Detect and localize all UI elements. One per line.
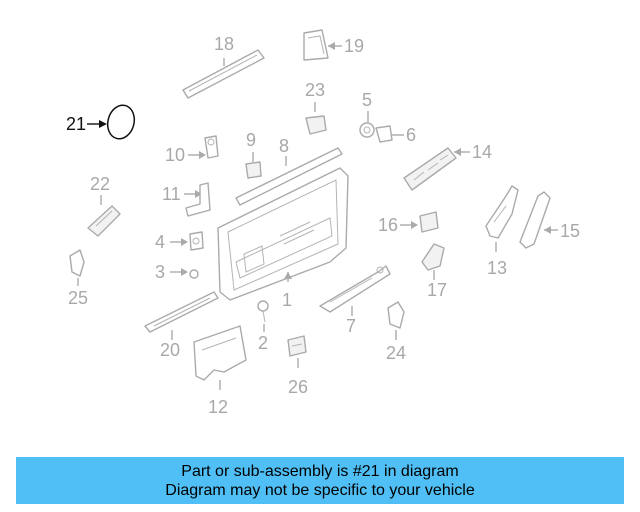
part-18-trim-strip (182, 49, 265, 99)
callout-21[interactable]: 21 (66, 114, 86, 134)
part-21-oring (106, 104, 136, 140)
part-10-bracket (204, 135, 219, 159)
callout-23[interactable]: 23 (305, 80, 325, 100)
part-14-switch-panel (403, 147, 457, 191)
callout-25[interactable]: 25 (68, 288, 88, 308)
callout-1[interactable]: 1 (282, 290, 292, 310)
part-5-grommet (359, 122, 375, 138)
callout-17[interactable]: 17 (427, 280, 447, 300)
part-7-armrest (319, 265, 391, 313)
callout-4[interactable]: 4 (155, 232, 165, 252)
callout-6[interactable]: 6 (406, 125, 416, 145)
part-16-clip (419, 211, 439, 233)
part-9-clip (245, 161, 262, 179)
part-22-handle-bezel (87, 205, 121, 237)
callout-20[interactable]: 20 (160, 340, 180, 360)
callout-26[interactable]: 26 (288, 377, 308, 397)
part-23-clip (305, 115, 327, 135)
callout-3[interactable]: 3 (155, 262, 165, 282)
parts-diagram: 18 19 23 5 6 21 9 10 8 (66, 29, 580, 417)
callout-11[interactable]: 11 (162, 184, 181, 204)
part-11-bracket (185, 182, 211, 217)
part-19-corner-cap (303, 29, 329, 61)
banner-line-2: Diagram may not be specific to your vehi… (165, 481, 475, 499)
callout-12[interactable]: 12 (208, 397, 228, 417)
callout-18[interactable]: 18 (214, 34, 234, 54)
callout-24[interactable]: 24 (386, 343, 406, 363)
info-banner: Part or sub-assembly is #21 in diagram D… (16, 457, 624, 504)
callout-7[interactable]: 7 (346, 316, 356, 336)
callout-13[interactable]: 13 (487, 258, 507, 278)
callout-22[interactable]: 22 (90, 174, 110, 194)
callout-14[interactable]: 14 (472, 142, 492, 162)
callout-2[interactable]: 2 (258, 333, 268, 353)
part-1-door-panel (217, 167, 349, 301)
part-17-bezel (421, 243, 445, 271)
banner-line-1: Part or sub-assembly is #21 in diagram (181, 462, 459, 480)
callout-8[interactable]: 8 (279, 136, 289, 156)
part-26-clip (287, 335, 307, 357)
callout-15[interactable]: 15 (560, 221, 580, 241)
callout-10[interactable]: 10 (165, 145, 185, 165)
part-6-bracket (375, 125, 393, 143)
part-3-screw (189, 269, 199, 279)
callout-16[interactable]: 16 (378, 215, 398, 235)
callout-19[interactable]: 19 (344, 36, 364, 56)
part-4-retainer (189, 231, 204, 251)
part-20-sill-strip (144, 291, 219, 333)
part-24-cover (387, 301, 405, 329)
part-25-cover (69, 249, 85, 277)
part-8-window-seal (235, 147, 343, 206)
callout-5[interactable]: 5 (362, 90, 372, 110)
part-2-screw (257, 300, 269, 323)
part-12-water-shield (193, 325, 247, 381)
part-13-pillar-trim (485, 185, 519, 239)
part-15-pillar-trim (519, 191, 551, 249)
callout-9[interactable]: 9 (246, 130, 256, 150)
